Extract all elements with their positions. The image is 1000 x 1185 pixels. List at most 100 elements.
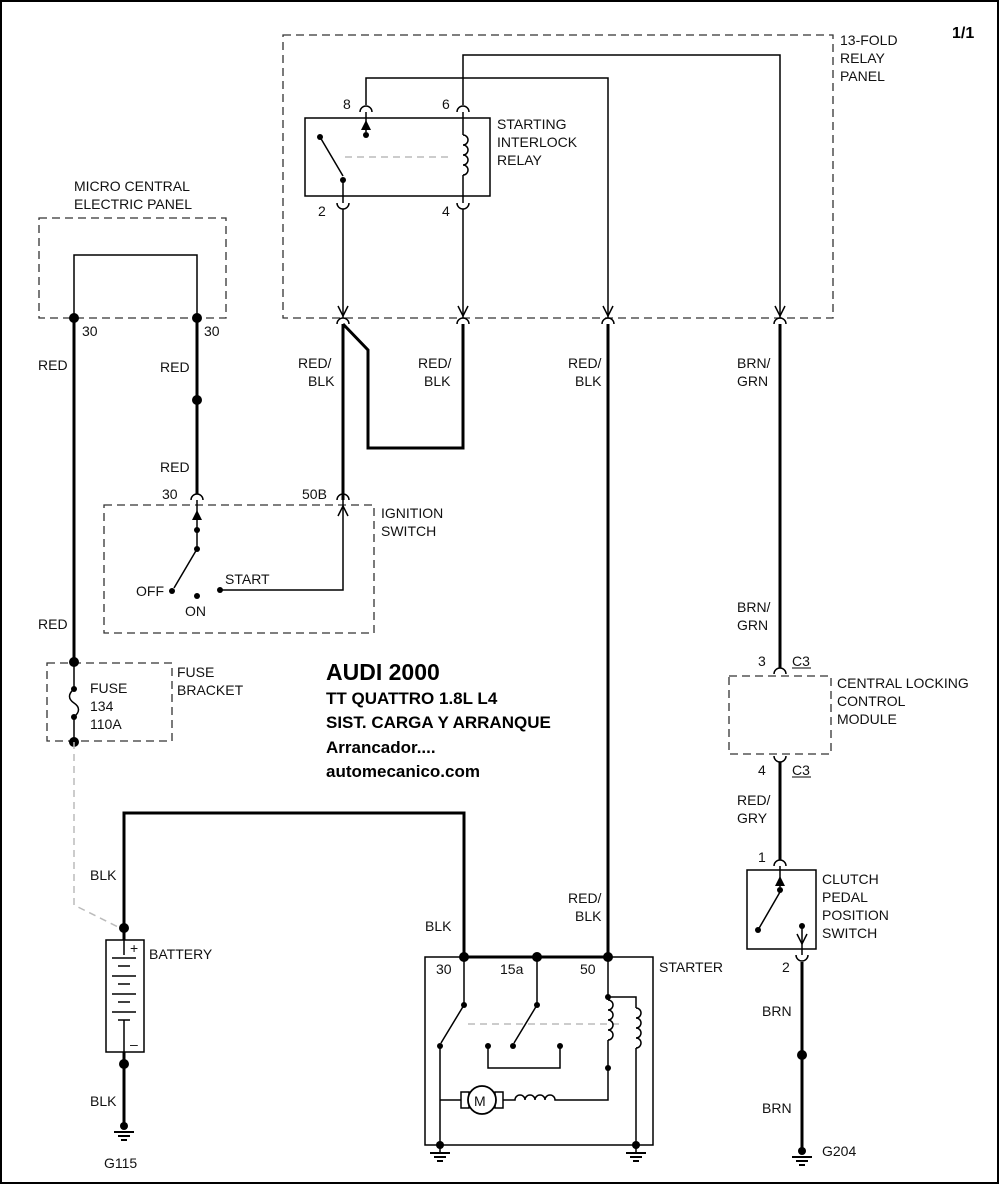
ground-g204-label: G204: [822, 1143, 856, 1159]
wire-label-redblk-3a: RED/: [568, 355, 602, 371]
arrow-pin2: [337, 305, 349, 318]
starter-contact-15a: [510, 1043, 516, 1049]
title-line-2: TT QUATTRO 1.8L L4: [326, 689, 498, 708]
ign-arrow: [192, 510, 202, 520]
relay-switch-arm: [319, 136, 344, 177]
battery-label: BATTERY: [149, 946, 213, 962]
clutch-label-4: SWITCH: [822, 925, 877, 941]
ignition-pin-50b: 50B: [302, 486, 327, 502]
clm-label-1: CENTRAL LOCKING: [837, 675, 969, 691]
ign-switch-arm: [173, 548, 198, 589]
micro-panel-label-1: MICRO CENTRAL: [74, 178, 190, 194]
connector-6: [456, 105, 470, 113]
wire-label-brngrn-2b: GRN: [737, 617, 768, 633]
battery-node-top: [119, 923, 129, 933]
fuse-element: [68, 662, 80, 742]
wire-label-red-left-top: RED: [38, 357, 68, 373]
ign-on-contact: [194, 593, 200, 599]
wire-label-redgry-a: RED/: [737, 792, 771, 808]
ignition-label-1: IGNITION: [381, 505, 443, 521]
wire-label-redblk-1a: RED/: [298, 355, 332, 371]
relay-pin-6: 6: [442, 96, 450, 112]
clutch-pedal-switch: 1 CLUTCH PEDAL POSITION SWITCH 2: [746, 849, 889, 975]
micro-pin-left: 30: [82, 323, 98, 339]
starter-field-feed: [560, 1068, 609, 1101]
clm-pin-3: 3: [758, 653, 766, 669]
battery-body: [105, 939, 145, 1053]
battery-minus: –: [130, 1036, 138, 1052]
relay-pin-2: 2: [318, 203, 326, 219]
starter-pin-30: 30: [436, 961, 452, 977]
wire-label-brn-1: BRN: [762, 1003, 792, 1019]
starter-pin-50: 50: [580, 961, 596, 977]
ign-start-label: START: [225, 571, 270, 587]
wire-battery-to-starter: [122, 811, 466, 955]
wire-label-red-mid-2: RED: [160, 459, 190, 475]
ground-g115-icon: [114, 1122, 134, 1141]
wire-label-red-mid-1: RED: [160, 359, 190, 375]
title-block: AUDI 2000 TT QUATTRO 1.8L L4 SIST. CARGA…: [326, 659, 551, 781]
relay-label-3: RELAY: [497, 152, 543, 168]
red-splice: [192, 395, 202, 405]
ign-off-contact: [169, 588, 175, 594]
ign-on-label: ON: [185, 603, 206, 619]
central-locking-module: 3 C3 CENTRAL LOCKING CONTROL MODULE 4 C3: [728, 653, 969, 778]
clutch-switch-arm: [757, 891, 781, 931]
clm-c3-top: C3: [792, 653, 810, 669]
wire-label-redblk-4b: BLK: [575, 908, 602, 924]
starter-body: [424, 956, 654, 1146]
clm-label-2: CONTROL: [837, 693, 906, 709]
connector-panel-d: [773, 317, 787, 325]
clutch-contact-top: [777, 887, 783, 893]
ignition-switch: IGNITION SWITCH 30 50B OFF ON START: [103, 486, 443, 634]
clutch-pin-1: 1: [758, 849, 766, 865]
ign-start-lead: [220, 500, 344, 591]
fuse-label-3: 110A: [90, 716, 122, 732]
relay-label-1: STARTING: [497, 116, 567, 132]
starter-pin-15a: 15a: [500, 961, 524, 977]
relay-coil: [462, 134, 469, 176]
arrow-starter: [602, 305, 614, 318]
title-line-4: Arrancador....: [326, 738, 436, 757]
ground-g115-label: G115: [104, 1155, 137, 1171]
micro-central-panel: MICRO CENTRAL ELECTRIC PANEL 30 30: [38, 178, 227, 339]
g204-node: [798, 1147, 806, 1155]
fuse-bracket-label-1: FUSE: [177, 664, 214, 680]
wire-relay6-to-clm: [462, 54, 781, 318]
wire-label-brngrn-1b: GRN: [737, 373, 768, 389]
starter-pull-in-coil: [607, 957, 614, 1068]
starter-ground-left-icon: [430, 1145, 450, 1162]
fuse-terminal-bottom: [71, 714, 77, 720]
relay-pin-8: 8: [343, 96, 351, 112]
connector-4: [456, 202, 470, 210]
wire-label-redblk-3b: BLK: [575, 373, 602, 389]
fuse-bracket-label-2: BRACKET: [177, 682, 244, 698]
starter-aux-node: [557, 1043, 563, 1049]
wire-relay8-to-starter: [365, 77, 609, 318]
starter-aux-bridge: [487, 1046, 561, 1069]
wire-label-brn-2: BRN: [762, 1100, 792, 1116]
title-line-3: SIST. CARGA Y ARRANQUE: [326, 713, 551, 732]
micro-panel-bus: [73, 254, 198, 318]
clutch-pin-2: 2: [782, 959, 790, 975]
starter-arm-30: [440, 1004, 465, 1044]
starter-hold-in-coil: [608, 996, 642, 1145]
connector-2: [336, 202, 350, 210]
relay-panel-label-1: 13-FOLD: [840, 32, 898, 48]
relay-panel-label-3: PANEL: [840, 68, 885, 84]
clutch-label-3: POSITION: [822, 907, 889, 923]
micro-panel-outline: [38, 217, 227, 319]
clm-label-3: MODULE: [837, 711, 897, 727]
clm-pin-4: 4: [758, 762, 766, 778]
motor-icon: [467, 1085, 497, 1115]
ground-g204-icon: [792, 1147, 812, 1166]
clutch-label-2: PEDAL: [822, 889, 868, 905]
brn-splice: [797, 1050, 807, 1060]
connector-ign-50b: [336, 493, 350, 501]
relay-contact-dot: [363, 132, 369, 138]
ign-node-1: [194, 527, 200, 533]
clm-outline: [728, 675, 832, 755]
ignition-label-2: SWITCH: [381, 523, 436, 539]
wire-relay-loop: [341, 322, 465, 450]
